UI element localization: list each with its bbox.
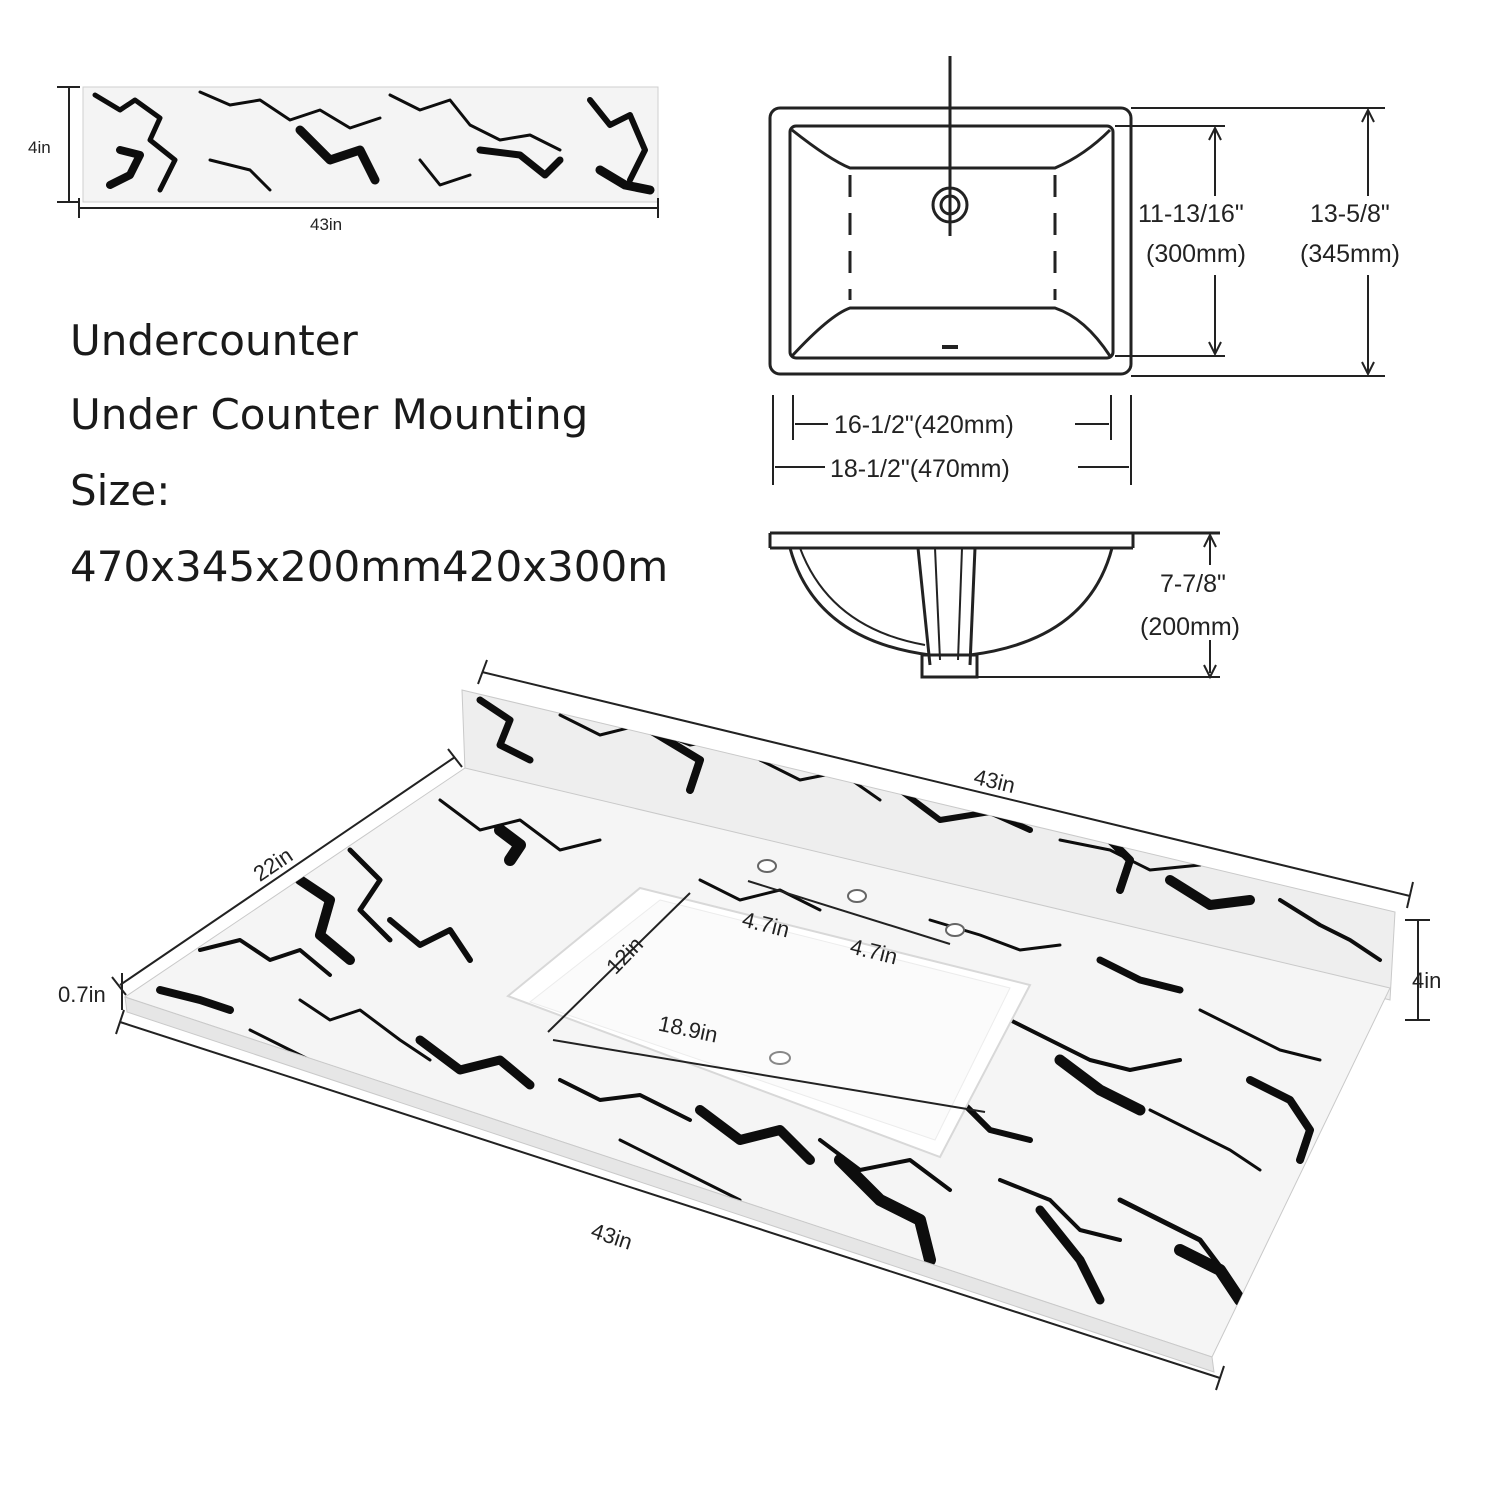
outer-length-mm-label: (345mm) — [1300, 240, 1400, 268]
backsplash-width-label: 43in — [310, 215, 342, 234]
countertop-front-edge — [124, 996, 1215, 1373]
sink-side-bowl — [788, 547, 1114, 657]
sink-basin-contour — [791, 128, 1112, 170]
countertop-front-length-label: 43in — [588, 1218, 635, 1255]
countertop-thickness-label: 0.7in — [58, 982, 106, 1007]
inner-length-label: 11-13/16" — [1138, 200, 1244, 228]
outer-width-label: 18-1/2"(470mm) — [830, 455, 1010, 483]
outer-length-label: 13-5/8" — [1310, 200, 1390, 228]
size-heading: Size: — [70, 466, 171, 515]
size-value: 470x345x200mm420x300m — [70, 542, 669, 591]
backsplash-height-label: 4in — [28, 138, 51, 157]
countertop-backsplash-veins — [476, 696, 1382, 962]
countertop-backsplash-height-label: 4in — [1412, 968, 1441, 993]
inner-width-label: 16-1/2"(420mm) — [834, 411, 1014, 439]
sink-depth-mm-label: (200mm) — [1140, 613, 1240, 641]
faucet-hole-center — [847, 889, 867, 903]
sink-top-view — [768, 56, 1385, 485]
countertop-back-length-label: 43in — [971, 764, 1017, 798]
inner-length-mm-label: (300mm) — [1146, 240, 1246, 268]
sink-depth-label: 7-7/8" — [1160, 570, 1226, 598]
mounting-type-label: Under Counter Mounting — [70, 390, 589, 439]
backsplash-piece: 4in 43in — [28, 86, 659, 234]
backsplash-marble-veins — [92, 90, 655, 195]
sink-side-view — [768, 531, 1220, 680]
vanity-countertop — [111, 659, 1430, 1391]
countertop-marble-veins — [156, 798, 1322, 1306]
backsplash-slab — [82, 86, 659, 203]
drain-hole — [769, 1051, 791, 1065]
faucet-hole-right — [945, 923, 965, 937]
faucet-hole-left — [757, 859, 777, 873]
sink-drain — [920, 653, 979, 679]
product-type-label: Undercounter — [70, 316, 358, 365]
countertop-dimension-lines — [111, 659, 1430, 1391]
